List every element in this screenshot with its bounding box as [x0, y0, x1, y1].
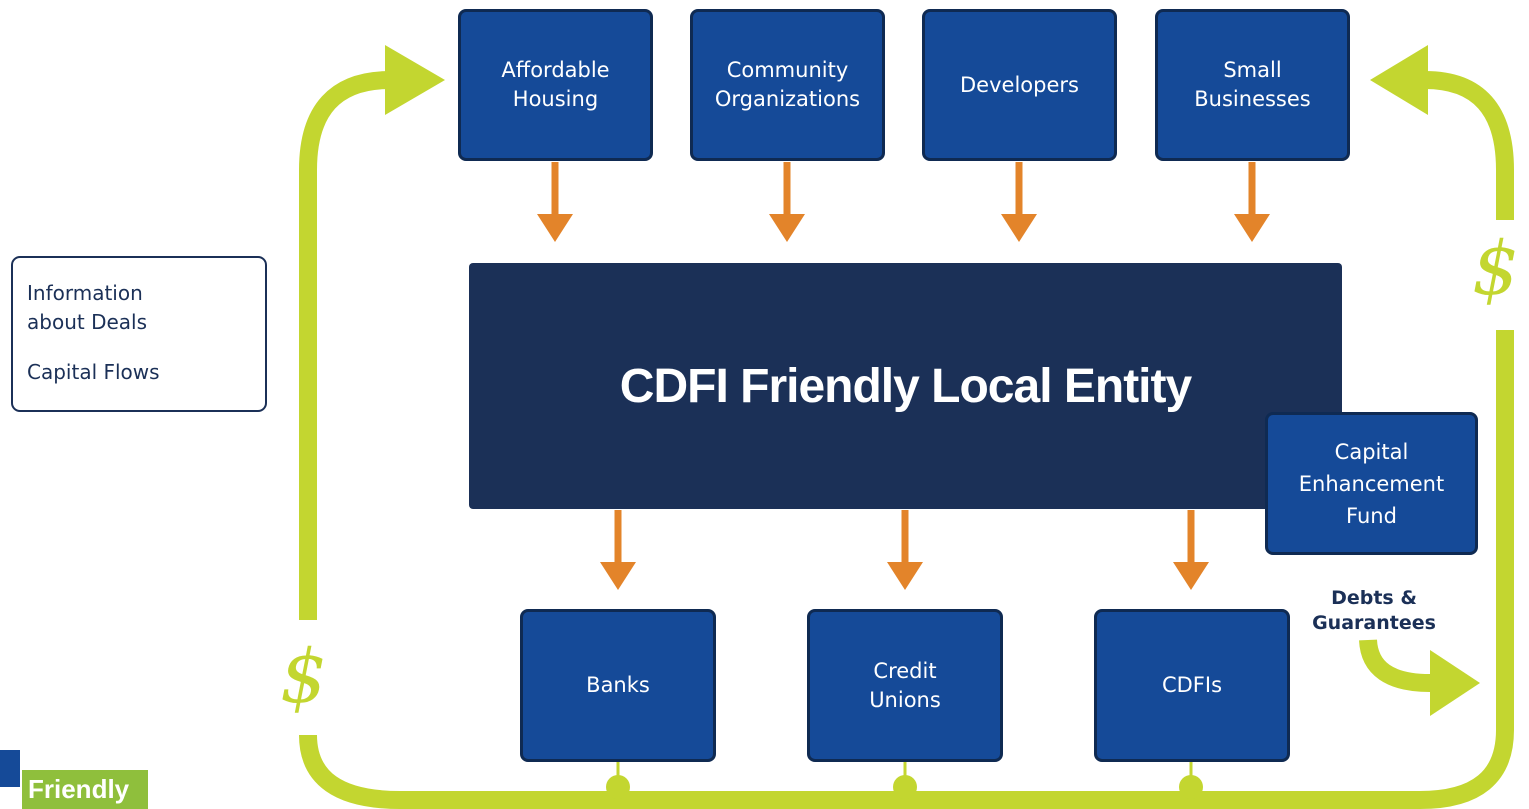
box-developers: Developers — [922, 9, 1117, 161]
box-affordable-housing-label: Affordable Housing — [501, 58, 610, 111]
legend: Information about Deals Capital Flows — [11, 256, 267, 412]
capital-arrowhead-left — [385, 45, 445, 115]
info-arrow-affordable-housing — [537, 162, 573, 242]
box-cdfis-label: CDFIs — [1161, 673, 1223, 697]
capital-flow-right-path — [1424, 71, 1514, 220]
box-developers-label: Developers — [960, 72, 1079, 97]
debts-arrowhead — [1430, 650, 1480, 716]
box-small-businesses-label: Small Businesses — [1194, 58, 1311, 111]
connector-dot-banks — [606, 775, 630, 799]
box-credit-unions: Credit Unions — [807, 609, 1003, 762]
dollar-sign-right: $ — [1472, 226, 1520, 312]
box-cdfis: CDFIs — [1094, 609, 1290, 762]
info-arrows — [537, 162, 1270, 590]
box-affordable-housing: Affordable Housing — [458, 9, 653, 161]
info-arrow-community-organizations — [769, 162, 805, 242]
info-arrow-banks — [600, 510, 636, 590]
debts-flow-path — [1359, 639, 1431, 692]
box-banks-label: Banks — [586, 673, 650, 697]
logo-wordmark: Friendly — [22, 770, 148, 809]
box-credit-unions-label: Credit Unions — [869, 658, 941, 712]
connector-dot-cdfis — [1179, 775, 1203, 799]
info-arrow-developers — [1001, 162, 1037, 242]
center-entity: CDFI Friendly Local Entity — [469, 263, 1342, 509]
center-entity-label: CDFI Friendly Local Entity — [619, 359, 1192, 413]
logo-mark-icon — [0, 750, 20, 787]
box-community-organizations-label: Community Organizations — [714, 58, 861, 111]
box-small-businesses: Small Businesses — [1155, 9, 1350, 161]
capital-flow-bottom-path — [299, 330, 1514, 809]
info-arrow-cdfis — [1173, 510, 1209, 590]
box-capital-enhancement-fund-label: Capital Enhancement Fund — [1298, 439, 1445, 528]
dollar-sign-left: $ — [280, 634, 328, 720]
capital-flow-left-path — [299, 71, 391, 620]
capital-arrowhead-right — [1370, 45, 1428, 115]
debts-guarantees-label: Debts & Guarantees — [1312, 587, 1436, 634]
box-capital-enhancement-fund: Capital Enhancement Fund — [1265, 412, 1478, 555]
box-community-organizations: Community Organizations — [690, 9, 885, 161]
info-arrow-credit-unions — [887, 510, 923, 590]
info-arrow-small-businesses — [1234, 162, 1270, 242]
legend-info-label: Information about Deals — [27, 281, 147, 334]
capital-flow-loop — [299, 71, 1514, 809]
legend-capital-label: Capital Flows — [27, 360, 160, 384]
box-banks: Banks — [520, 609, 716, 762]
connector-dot-credit-unions — [893, 775, 917, 799]
